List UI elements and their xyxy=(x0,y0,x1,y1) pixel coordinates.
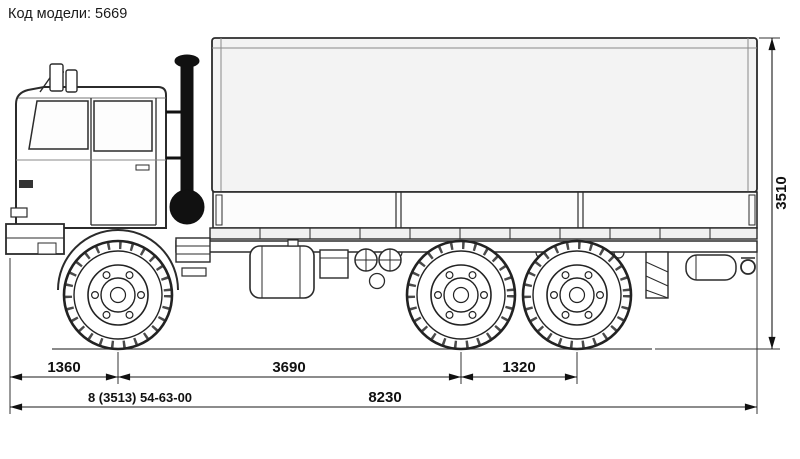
underbody-equipment xyxy=(249,239,402,299)
door-handle xyxy=(135,164,150,171)
dim-label-overall-height: 3510 xyxy=(773,176,790,209)
model-code-label: Код модели: 5669 xyxy=(8,6,128,22)
dim-label-overall-length: 8230 xyxy=(368,389,401,406)
air-filter xyxy=(169,189,205,225)
step-box xyxy=(175,237,211,263)
front-wheel xyxy=(64,241,172,349)
exhaust-air-intake xyxy=(166,54,205,225)
mudflap xyxy=(645,251,669,299)
fuel-tank xyxy=(249,245,315,299)
tow-hook xyxy=(740,259,756,275)
side-window xyxy=(28,100,89,150)
platform-floor-frame xyxy=(209,227,758,240)
door-window xyxy=(93,100,153,152)
cab xyxy=(5,63,211,291)
rear-equipment xyxy=(645,251,756,299)
dimension-lines xyxy=(9,38,776,411)
mirror xyxy=(49,63,64,92)
lower-step xyxy=(181,267,207,277)
headlight xyxy=(10,207,28,218)
intake-pipe xyxy=(180,63,194,195)
rear-wheel xyxy=(523,241,631,349)
dim-label-rear-bogie: 1320 xyxy=(502,359,535,376)
tarpaulin xyxy=(211,37,758,193)
dim-label-wheelbase: 3690 xyxy=(272,359,305,376)
door-outline xyxy=(90,98,157,226)
dropside-board xyxy=(212,191,758,229)
dim-label-front-overhang: 1360 xyxy=(47,359,80,376)
cargo-platform xyxy=(209,37,758,240)
front-badge xyxy=(19,180,33,188)
middle-wheel xyxy=(407,241,515,349)
mirror-small xyxy=(65,69,78,93)
rear-cylinder xyxy=(685,254,737,281)
phone-number-label: 8 (3513) 54-63-00 xyxy=(88,390,192,405)
front-fender-arch xyxy=(57,229,179,291)
battery-box xyxy=(319,249,349,279)
